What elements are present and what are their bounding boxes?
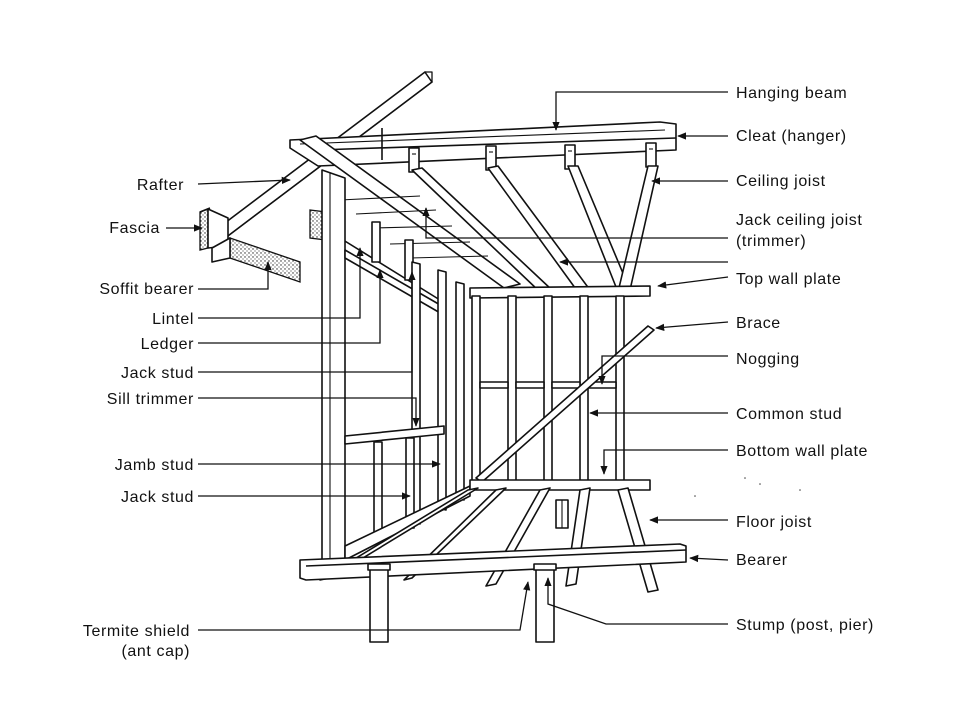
label-cleat: Cleat (hanger)	[736, 128, 847, 145]
label-stump: Stump (post, pier)	[736, 617, 874, 634]
soffit-bearer	[229, 237, 301, 283]
nogging-3	[551, 381, 581, 389]
floor-joist-4	[617, 487, 659, 593]
sill-trimmer	[344, 425, 445, 445]
label-jack-ceiling-joist: Jack ceiling joist	[736, 212, 862, 229]
label-bearer: Bearer	[736, 552, 788, 569]
label-fascia: Fascia	[109, 220, 160, 237]
nogging-2	[515, 381, 545, 389]
labels: Hanging beam Cleat (hanger) Ceiling jois…	[83, 85, 874, 660]
fascia	[199, 208, 209, 251]
label-bottom-wall-plate: Bottom wall plate	[736, 443, 868, 460]
jack-stud-upper-1	[371, 221, 381, 263]
label-jack-stud-lower: Jack stud	[121, 489, 194, 506]
cleat-4	[645, 142, 657, 168]
label-jamb-stud: Jamb stud	[115, 457, 194, 474]
brace	[475, 325, 655, 483]
bearer	[299, 543, 687, 581]
label-sill-trimmer: Sill trimmer	[107, 391, 194, 408]
label-jack-stud-upper: Jack stud	[121, 365, 194, 382]
termite-shield-left	[367, 563, 391, 571]
top-wall-plate	[469, 285, 651, 299]
label-rafter: Rafter	[137, 177, 184, 194]
label-hanging-beam: Hanging beam	[736, 85, 847, 102]
common-stud-3	[543, 295, 553, 483]
termite-shield-right	[533, 563, 557, 571]
label-termite-shield: Termite shield	[83, 623, 190, 640]
jack-ceiling-joist	[299, 135, 521, 289]
label-common-stud: Common stud	[736, 406, 842, 423]
frame-drawing	[199, 71, 801, 643]
bottom-wall-plate	[469, 479, 651, 491]
label-brace: Brace	[736, 315, 781, 332]
label-ledger: Ledger	[141, 336, 194, 353]
label-floor-joist: Floor joist	[736, 514, 812, 531]
stump-right	[535, 565, 555, 643]
label-termite-shield-ant-cap: (ant cap)	[121, 643, 190, 660]
label-nogging: Nogging	[736, 351, 800, 368]
common-stud-5	[615, 295, 625, 483]
leader-lines	[166, 91, 729, 631]
ceiling-joist-4	[617, 165, 659, 293]
floor-joist-3	[565, 487, 591, 587]
jack-stud-lower-1	[373, 441, 383, 533]
label-top-wall-plate: Top wall plate	[736, 271, 841, 288]
side-wall-stud-2	[437, 269, 447, 511]
common-stud-1	[471, 295, 481, 483]
nogging-1	[479, 381, 509, 389]
label-jack-ceiling-joist-trimmer: (trimmer)	[736, 233, 806, 250]
side-wall-stud-3	[455, 281, 465, 501]
label-ceiling-joist: Ceiling joist	[736, 173, 826, 190]
label-lintel: Lintel	[152, 311, 194, 328]
label-soffit-bearer: Soffit bearer	[99, 281, 194, 298]
